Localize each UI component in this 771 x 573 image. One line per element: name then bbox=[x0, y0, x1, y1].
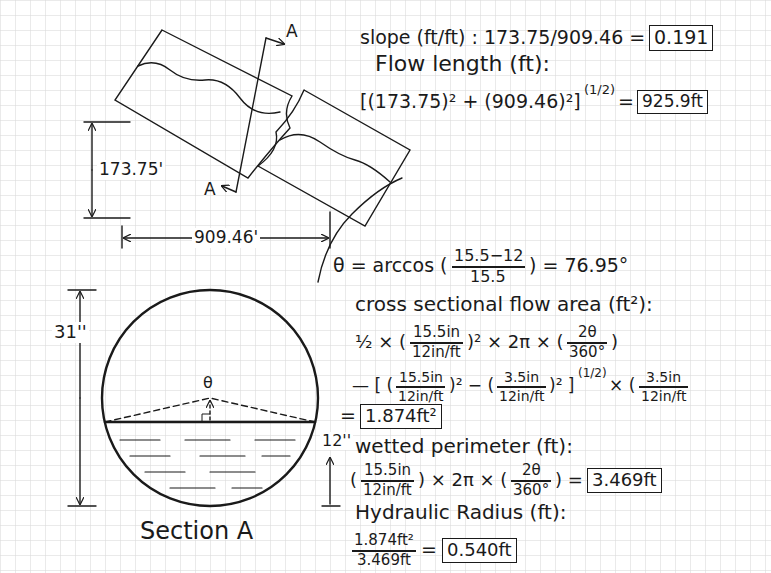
fraction-denominator: 360° bbox=[569, 344, 605, 361]
right-angle-mark bbox=[202, 414, 210, 422]
angle-line bbox=[105, 398, 315, 422]
formula-text: ½ × ( bbox=[355, 332, 406, 353]
formula-text: ) = 76.95° bbox=[529, 255, 628, 277]
section-mark: A bbox=[286, 22, 298, 42]
angle-line bbox=[209, 401, 210, 420]
answer-value: 0.191 bbox=[654, 26, 708, 48]
fraction-numerator: 3.5in bbox=[504, 369, 539, 385]
formula-text: = bbox=[421, 539, 437, 561]
fraction-numerator: 1.874ft² bbox=[354, 532, 414, 549]
section-arrow bbox=[266, 38, 284, 44]
formula-text: cross sectional flow area (ft²): bbox=[355, 293, 653, 316]
section-arrow bbox=[222, 186, 236, 192]
dimension-line bbox=[79, 398, 80, 504]
formula-text: = bbox=[618, 91, 634, 113]
fraction-denominator: 15.5 bbox=[470, 268, 506, 286]
fraction-denominator: 12in/ft bbox=[412, 344, 461, 361]
formula-text: slope (ft/ft) : 173.75/909.46 = bbox=[360, 27, 645, 49]
formula-text: Flow length (ft): bbox=[375, 51, 550, 76]
section-title: Section A bbox=[140, 518, 253, 546]
dimension-line bbox=[91, 124, 92, 170]
fraction-numerator: 15.5in bbox=[413, 324, 460, 341]
fraction-numerator: 3.5in bbox=[646, 369, 681, 385]
formula-text: wetted perimeter (ft): bbox=[355, 435, 573, 458]
answer-box: 925.9ft bbox=[637, 90, 708, 114]
answer-box: 0.191 bbox=[649, 25, 713, 51]
fraction-numerator: 2θ bbox=[522, 462, 541, 479]
answer-value: 925.9ft bbox=[642, 91, 703, 111]
fraction-denominator: 12in/ft bbox=[641, 388, 686, 404]
formula-text: θ = arccos ( bbox=[333, 255, 448, 277]
fraction-denominator: 12in/ft bbox=[398, 388, 443, 404]
pipe-section bbox=[102, 290, 318, 506]
dimension-label: 173.75' bbox=[97, 160, 165, 180]
answer-box: 0.540ft bbox=[442, 538, 517, 563]
exponent: (1/2) bbox=[584, 83, 615, 98]
formula-text: ) × 2π × ( bbox=[418, 470, 507, 491]
dimension-line bbox=[329, 458, 330, 504]
formula-text: )² ] bbox=[549, 376, 574, 396]
dimension-label: 12'' bbox=[320, 432, 353, 450]
flow-line bbox=[280, 134, 390, 182]
formula-text: ( bbox=[350, 470, 357, 491]
fraction-numerator: 2θ bbox=[578, 324, 597, 341]
fraction-bar bbox=[497, 386, 546, 388]
fraction-numerator: 15.5−12 bbox=[454, 247, 523, 265]
fraction-denominator: 360° bbox=[513, 482, 549, 499]
section-line bbox=[236, 38, 266, 192]
formula-text: ) = bbox=[555, 470, 583, 491]
answer-value: 0.540ft bbox=[447, 539, 512, 560]
dimension-tick bbox=[122, 212, 330, 248]
fraction-bar bbox=[396, 386, 445, 388]
angle-label: θ bbox=[203, 374, 213, 392]
answer-value: 1.874ft² bbox=[365, 405, 437, 426]
dimension-line bbox=[91, 170, 92, 216]
fraction-numerator: 15.5in bbox=[364, 462, 411, 479]
fraction-denominator: 12in/ft bbox=[363, 482, 412, 499]
water-hatch bbox=[120, 440, 295, 488]
formula-text: )² × 2π × ( bbox=[467, 332, 564, 353]
formula-text: — [ ( bbox=[352, 376, 393, 396]
formula-text: × ( bbox=[609, 376, 635, 396]
fraction-numerator: 15.5in bbox=[399, 369, 443, 385]
formula-text: ) bbox=[611, 332, 618, 353]
dimension-label: 909.46' bbox=[192, 228, 260, 248]
dimension-line bbox=[79, 292, 80, 398]
water-surface bbox=[105, 421, 315, 424]
answer-box: 1.874ft² bbox=[360, 404, 442, 429]
fraction-denominator: 12in/ft bbox=[499, 388, 544, 404]
dimension-label: 31'' bbox=[52, 322, 89, 343]
formula-text: [(173.75)² + (909.46)²] bbox=[360, 91, 581, 113]
exponent: (1/2) bbox=[578, 367, 607, 381]
dimension-tick bbox=[322, 505, 340, 506]
section-mark: A bbox=[204, 180, 216, 200]
flow-line bbox=[138, 63, 280, 114]
formula-text: )² − ( bbox=[449, 376, 494, 396]
formula-text: = bbox=[340, 405, 356, 427]
answer-box: 3.469ft bbox=[587, 468, 662, 493]
fraction-bar bbox=[639, 386, 688, 388]
formula-text: Hydraulic Radius (ft): bbox=[355, 501, 566, 524]
answer-value: 3.469ft bbox=[592, 469, 657, 490]
fraction-denominator: 3.469ft bbox=[357, 552, 411, 569]
channel-plan bbox=[115, 30, 292, 178]
